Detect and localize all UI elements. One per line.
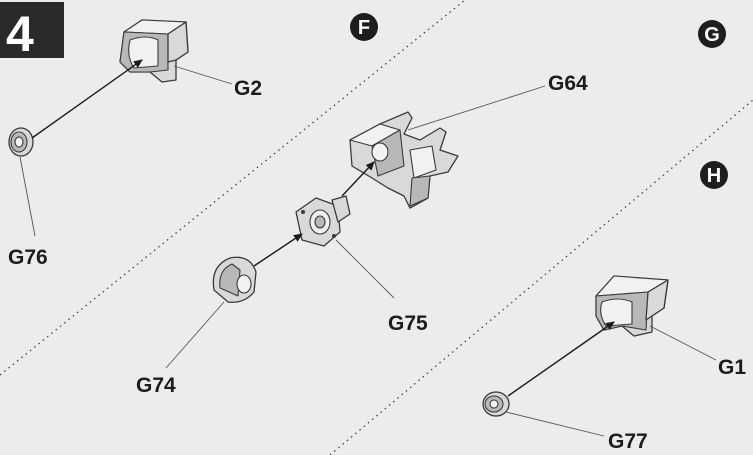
leader-g2 (173, 65, 233, 85)
leader-g1 (649, 325, 717, 361)
part-g76-illustration (8, 127, 34, 157)
section-divider-left (0, 0, 466, 376)
part-g75-illustration (295, 195, 351, 247)
leader-g75 (335, 239, 395, 299)
label-g64: G64 (548, 72, 588, 95)
step-number-badge: 4 (0, 2, 64, 62)
part-g1-illustration (595, 275, 669, 337)
leader-g74 (165, 301, 225, 369)
section-letter-g: G (704, 24, 720, 46)
label-g76: G76 (8, 246, 48, 269)
label-g74: G74 (136, 374, 176, 397)
section-letter-f: F (358, 17, 370, 39)
leader-g77 (505, 411, 605, 437)
arrow-g76-to-g2 (31, 59, 143, 139)
section-marker-h: H (700, 161, 728, 189)
section-marker-g: G (698, 20, 726, 48)
arrow-g75-to-g64 (341, 161, 375, 197)
step-number: 4 (6, 6, 34, 62)
label-g77: G77 (608, 430, 648, 453)
label-g2: G2 (234, 77, 262, 100)
section-marker-f: F (350, 13, 378, 41)
leader-g64 (407, 85, 546, 131)
arrow-g77-to-g1 (507, 321, 615, 397)
part-g77-illustration (482, 391, 510, 417)
part-g2-illustration (119, 19, 189, 83)
label-g1: G1 (718, 356, 746, 379)
section-letter-h: H (707, 165, 721, 187)
leader-g76 (19, 156, 36, 237)
part-g64-illustration (349, 111, 459, 209)
section-divider-right (329, 99, 753, 455)
arrow-g74-to-g75 (253, 233, 303, 267)
part-g74-illustration (212, 256, 257, 303)
label-g75: G75 (388, 312, 428, 335)
